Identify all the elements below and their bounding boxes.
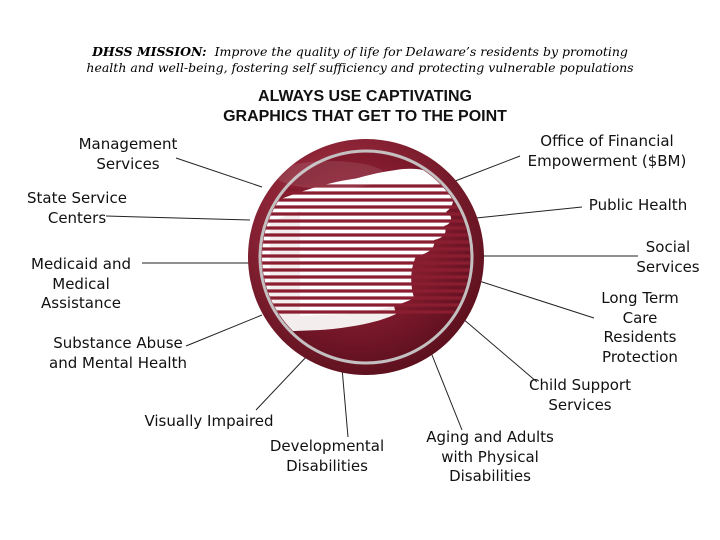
mission-line-2: health and well-being, fostering self su… — [86, 60, 634, 75]
connector-state-service-centers — [105, 215, 251, 221]
label-state-service-centers: State Service Centers — [20, 189, 134, 228]
label-line: Developmental — [269, 437, 385, 455]
label-line: Services — [636, 257, 700, 276]
label-social-services: Social Services — [630, 238, 706, 277]
mission-statement: DHSS MISSION: Improve the quality of lif… — [0, 44, 720, 76]
label-developmental-disabilities: Developmental Disabilities — [262, 437, 392, 476]
mission-line-1: DHSS MISSION: Improve the quality of lif… — [0, 44, 720, 60]
label-line: Social — [645, 238, 691, 256]
label-line: State Service — [27, 189, 127, 207]
dhss-seal-logo — [248, 139, 484, 375]
label-line: Services — [96, 154, 160, 173]
label-financial-empowerment: Office of Financial Empowerment ($BM) — [514, 132, 700, 171]
label-line: Management — [78, 135, 178, 153]
label-substance-abuse: Substance Abuse and Mental Health — [40, 334, 196, 373]
label-medicaid: Medicaid and Medical Assistance — [22, 255, 140, 314]
label-long-term-care: Long Term Care Residents Protection — [590, 289, 690, 367]
connector-developmental — [341, 367, 349, 438]
label-public-health: Public Health — [580, 196, 696, 216]
headline-line-2: GRAPHICS THAT GET TO THE POINT — [223, 108, 507, 125]
label-line: Public Health — [588, 196, 688, 214]
label-line: Services — [548, 395, 612, 414]
label-line: Aging and Adults — [426, 428, 554, 446]
label-management-services: Management Services — [72, 135, 184, 174]
mission-prefix: DHSS MISSION: — [92, 44, 207, 59]
connector-management — [175, 157, 263, 188]
connector-child-support — [461, 317, 538, 383]
label-line: Child Support — [529, 376, 631, 394]
label-line: Disabilities — [449, 467, 531, 485]
label-line: Substance Abuse — [53, 334, 183, 352]
label-line: Residents — [603, 328, 677, 346]
connector-substance-abuse — [185, 314, 263, 347]
connector-lines — [105, 155, 638, 438]
connector-financial-empowerment — [449, 155, 521, 184]
label-line: Disabilities — [286, 456, 368, 475]
connector-long-term-care — [475, 279, 595, 319]
label-line: Centers — [47, 208, 107, 227]
label-child-support: Child Support Services — [520, 376, 640, 415]
label-aging-adults: Aging and Adults with Physical Disabilit… — [416, 428, 564, 487]
mission-line-1-text: Improve the quality of life for Delaware… — [214, 44, 628, 59]
headline-line-1: ALWAYS USE CAPTIVATING — [258, 88, 472, 105]
label-line: Empowerment ($BM) — [527, 151, 687, 170]
headline: ALWAYS USE CAPTIVATING GRAPHICS THAT GET… — [180, 87, 550, 127]
connector-visually-impaired — [255, 354, 309, 411]
label-line: with Physical — [441, 447, 539, 466]
label-line: and Mental Health — [49, 353, 187, 372]
label-line: Office of Financial — [540, 132, 674, 150]
label-line: Medical — [52, 274, 110, 293]
label-line: Visually Impaired — [144, 412, 274, 430]
label-visually-impaired: Visually Impaired — [134, 412, 284, 432]
connector-aging — [429, 349, 463, 431]
label-line: Medicaid and — [31, 255, 131, 273]
connector-public-health — [475, 206, 583, 219]
label-line: Care — [622, 308, 658, 327]
label-line: Protection — [602, 347, 678, 366]
label-line: Long Term — [601, 289, 679, 307]
label-line: Assistance — [41, 294, 121, 312]
